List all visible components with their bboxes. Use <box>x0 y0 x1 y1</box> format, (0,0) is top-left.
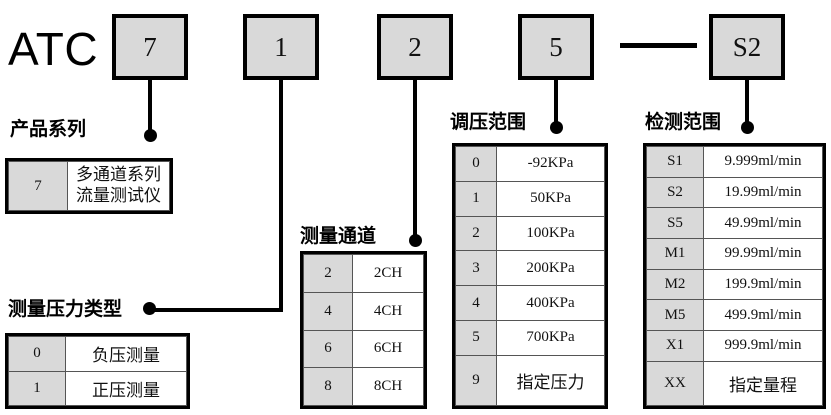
separator-dash <box>620 43 697 48</box>
cell-code: 1 <box>455 180 497 217</box>
cell-value: 19.99ml/min <box>703 176 823 209</box>
table-row: XX 指定量程 <box>646 360 823 407</box>
cell-value: 6CH <box>352 329 424 369</box>
cell-code: 7 <box>8 161 68 211</box>
table-row: 1 50KPa <box>455 180 605 217</box>
table-row: 6 6CH <box>303 329 424 369</box>
cell-code: 6 <box>303 329 353 369</box>
caption-channels: 测量通道 <box>300 225 377 247</box>
cell-code: S2 <box>646 176 704 209</box>
cell-code: M5 <box>646 299 704 331</box>
leader-line-pressure-type-vertical <box>279 80 283 310</box>
cell-code: 8 <box>303 367 353 406</box>
leader-dot-channels <box>409 234 422 247</box>
table-row: 5 700KPa <box>455 319 605 356</box>
table-row: S2 19.99ml/min <box>646 176 823 209</box>
cell-code: 2 <box>303 254 353 293</box>
table-row: S1 9.999ml/min <box>646 146 823 178</box>
cell-value: 负压测量 <box>65 336 187 372</box>
cell-code: XX <box>646 360 704 407</box>
cell-code: X1 <box>646 329 704 362</box>
cell-value: 499.9ml/min <box>703 299 823 331</box>
cell-value: 指定量程 <box>703 360 823 407</box>
table-row: 3 200KPa <box>455 250 605 287</box>
leader-line-channels <box>413 80 417 240</box>
cell-code: 3 <box>455 250 497 287</box>
table-row: M1 99.99ml/min <box>646 237 823 270</box>
cell-value: 指定压力 <box>496 354 605 407</box>
cell-value: 8CH <box>352 367 424 406</box>
table-row: 0 负压测量 <box>8 336 187 372</box>
table-pressure-type: 0 负压测量 1 正压测量 <box>5 333 190 409</box>
table-row: S5 49.99ml/min <box>646 207 823 239</box>
table-row: 0 -92KPa <box>455 146 605 182</box>
cell-code: 4 <box>303 291 353 331</box>
table-product-series-body: 7 多通道系列 流量测试仪 <box>8 161 170 211</box>
cell-code: S1 <box>646 146 704 178</box>
cell-value: 400KPa <box>496 285 605 321</box>
cell-value: 999.9ml/min <box>703 329 823 362</box>
cell-value: 4CH <box>352 291 424 331</box>
cell-code: 9 <box>455 354 497 407</box>
cell-value-line1: 多通道系列 <box>76 165 161 185</box>
cell-value: -92KPa <box>496 146 605 182</box>
table-row: 4 400KPa <box>455 285 605 321</box>
cell-code: M1 <box>646 237 704 270</box>
leader-dot-pressure-range <box>550 121 563 134</box>
table-detection-range: S1 9.999ml/min S2 19.99ml/min S5 49.99ml… <box>643 143 826 409</box>
cell-value: 50KPa <box>496 180 605 217</box>
cell-value: 正压测量 <box>65 370 187 406</box>
caption-pressure-type: 测量压力类型 <box>8 298 123 320</box>
caption-detection-range: 检测范围 <box>645 111 722 133</box>
cell-value: 100KPa <box>496 215 605 252</box>
table-row: M5 499.9ml/min <box>646 299 823 331</box>
cell-code: 4 <box>455 285 497 321</box>
leader-line-detection-range <box>745 80 749 128</box>
cell-value: 700KPa <box>496 319 605 356</box>
leader-line-series <box>148 80 152 136</box>
table-row: 1 正压测量 <box>8 370 187 406</box>
cell-value: 49.99ml/min <box>703 207 823 239</box>
code-box-pressure-type[interactable]: 1 <box>243 14 319 80</box>
leader-dot-pressure-type <box>143 302 156 315</box>
code-box-pressure-range[interactable]: 5 <box>518 14 594 80</box>
cell-code: 0 <box>8 336 66 372</box>
table-pressure-range: 0 -92KPa 1 50KPa 2 100KPa 3 200KPa 4 4 <box>452 143 608 409</box>
cell-value-line2: 流量测试仪 <box>76 186 161 206</box>
table-row: 9 指定压力 <box>455 354 605 407</box>
cell-value: 99.99ml/min <box>703 237 823 270</box>
table-row: 2 2CH <box>303 254 424 293</box>
product-prefix-label: ATC <box>8 23 99 75</box>
leader-line-pressure-range <box>554 80 558 128</box>
table-row: 7 多通道系列 流量测试仪 <box>8 161 170 211</box>
code-box-channels[interactable]: 2 <box>377 14 453 80</box>
leader-dot-detection-range <box>741 121 754 134</box>
table-row: X1 999.9ml/min <box>646 329 823 362</box>
cell-value: 199.9ml/min <box>703 268 823 301</box>
cell-value: 9.999ml/min <box>703 146 823 178</box>
table-row: 2 100KPa <box>455 215 605 252</box>
caption-product-series: 产品系列 <box>10 118 87 140</box>
cell-code: 5 <box>455 319 497 356</box>
table-row: 4 4CH <box>303 291 424 331</box>
caption-pressure-range: 调压范围 <box>450 111 527 133</box>
cell-code: 0 <box>455 146 497 182</box>
table-product-series: 7 多通道系列 流量测试仪 <box>5 158 173 214</box>
table-channels: 2 2CH 4 4CH 6 6CH 8 8CH <box>300 251 427 409</box>
leader-dot-series <box>144 129 157 142</box>
cell-code: M2 <box>646 268 704 301</box>
cell-code: S5 <box>646 207 704 239</box>
table-row: 8 8CH <box>303 367 424 406</box>
cell-value: 2CH <box>352 254 424 293</box>
code-box-series[interactable]: 7 <box>112 14 188 80</box>
cell-code: 2 <box>455 215 497 252</box>
leader-line-pressure-type-horizontal <box>148 308 283 312</box>
cell-value: 200KPa <box>496 250 605 287</box>
cell-code: 1 <box>8 370 66 406</box>
table-row: M2 199.9ml/min <box>646 268 823 301</box>
code-box-detection-range[interactable]: S2 <box>709 14 785 80</box>
cell-value: 多通道系列 流量测试仪 <box>67 161 170 211</box>
